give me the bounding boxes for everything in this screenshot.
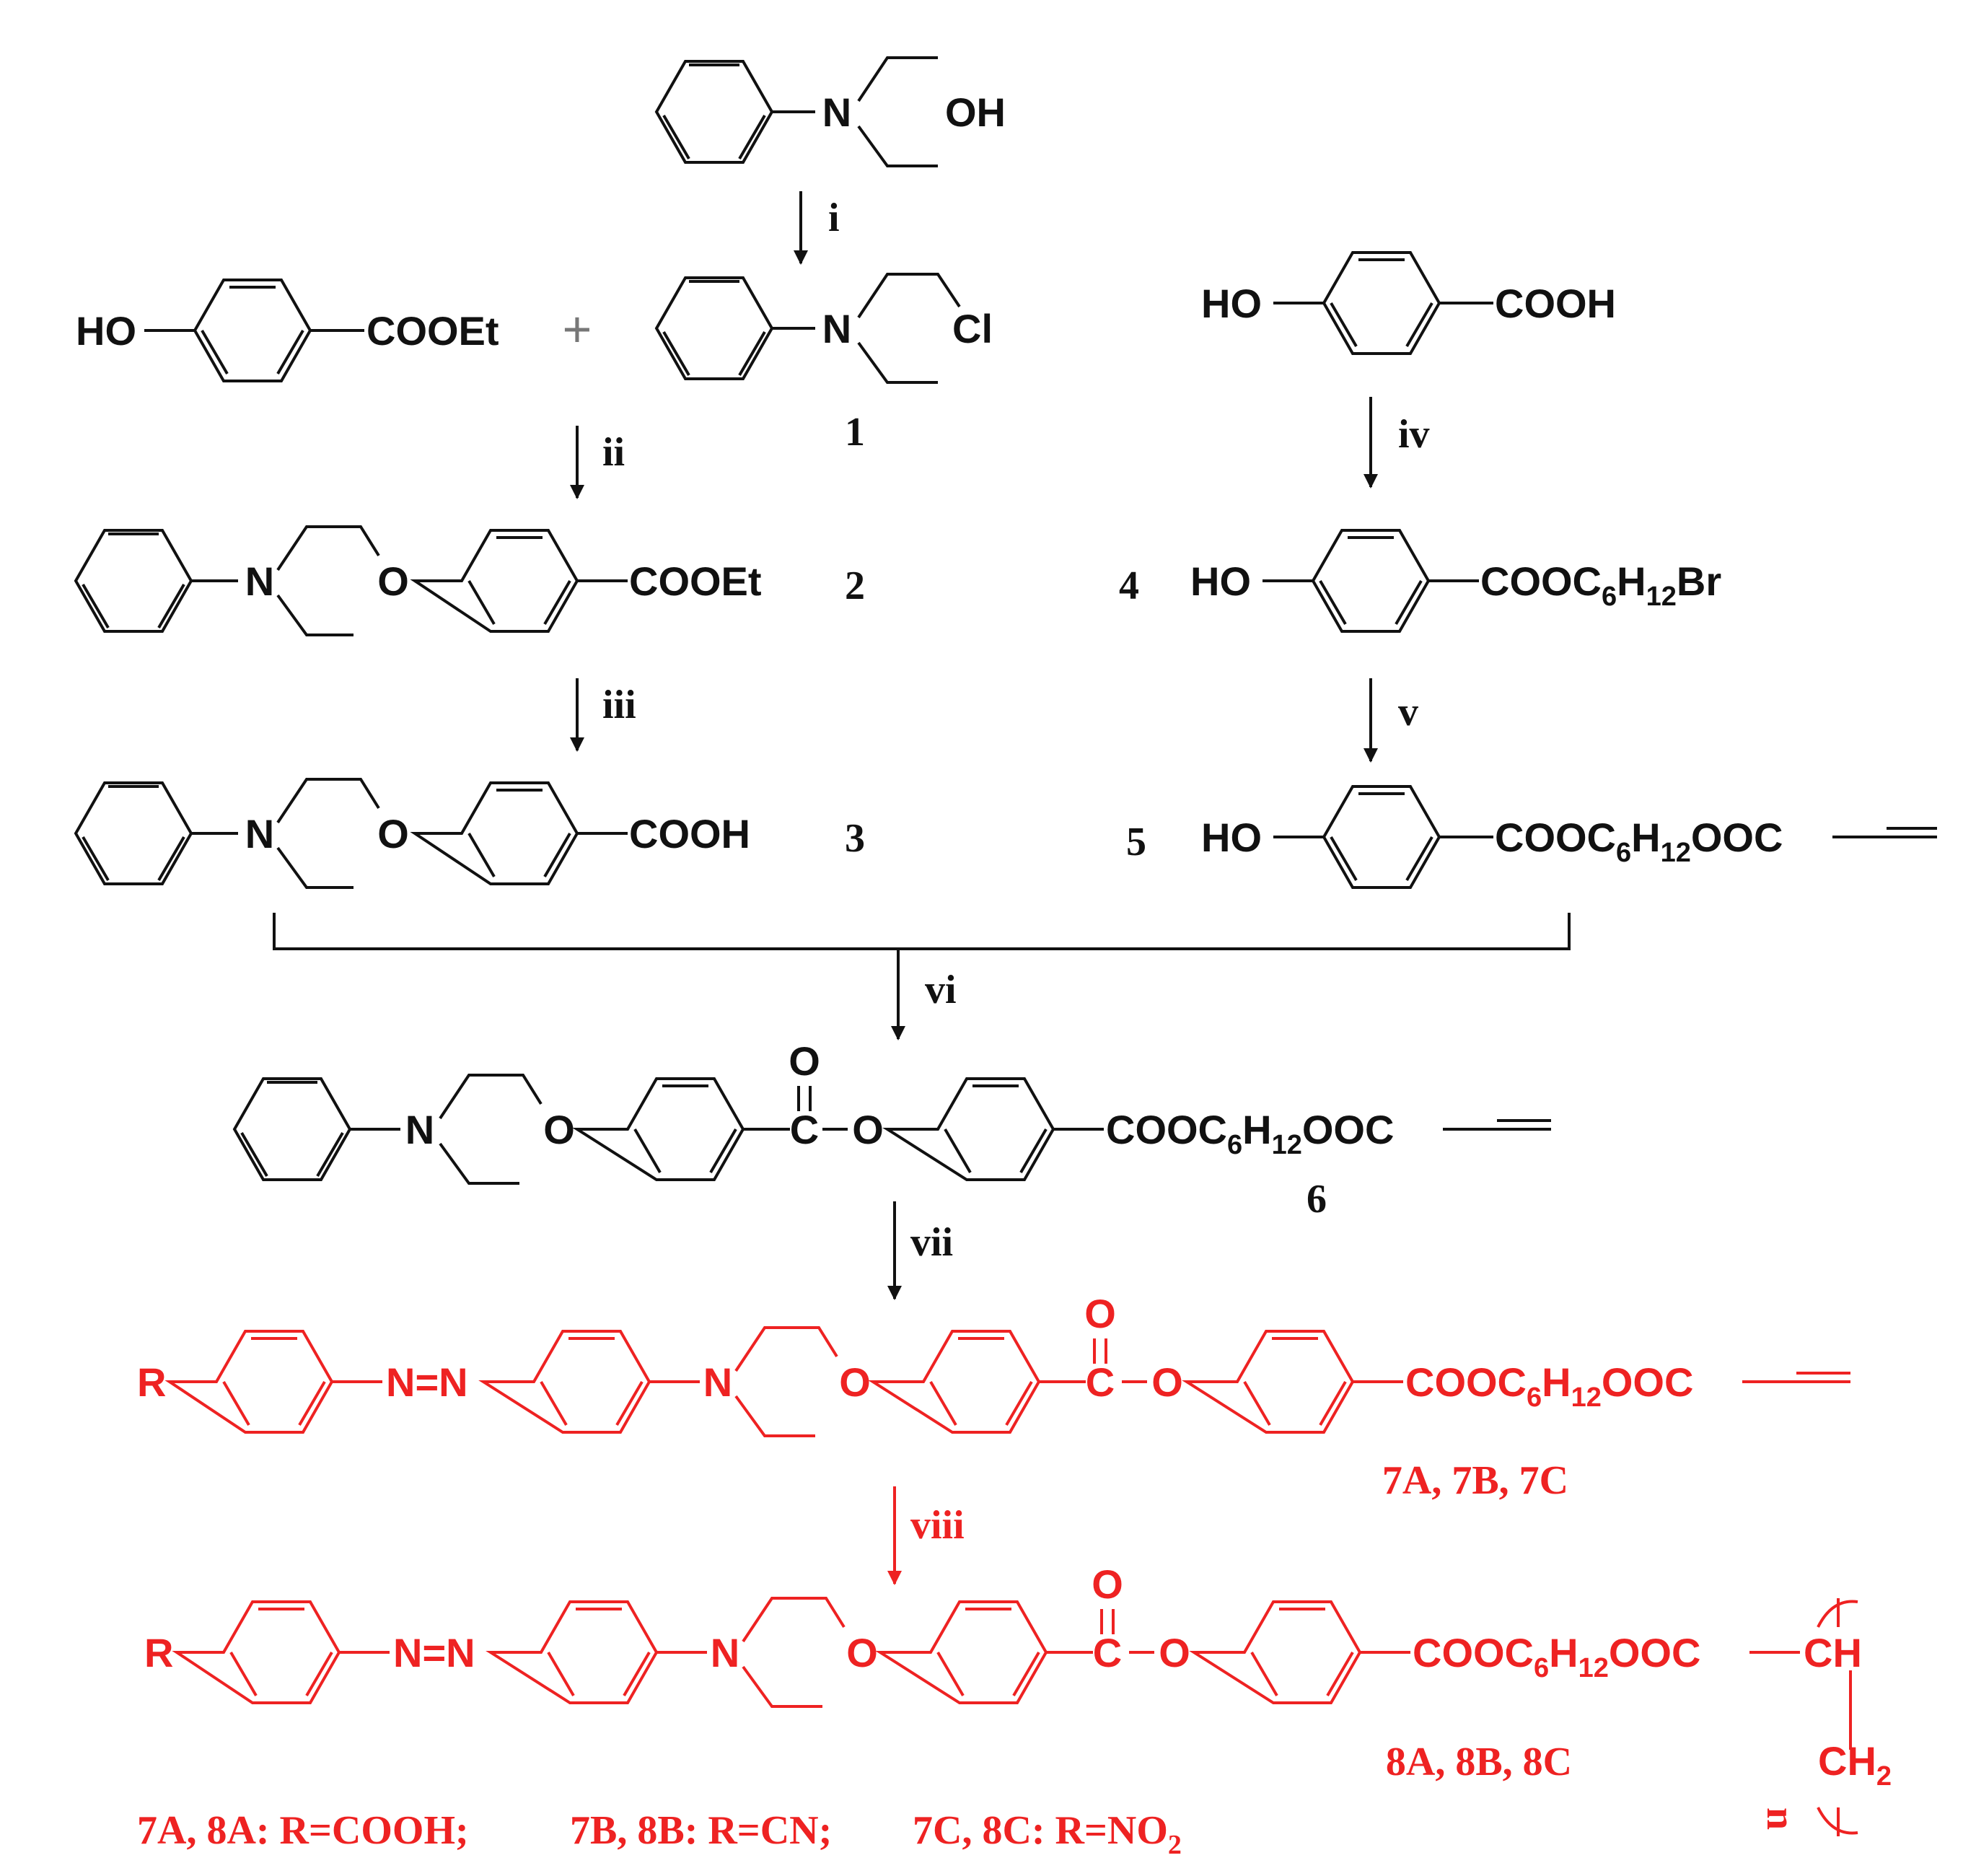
compound-7-vinyl [1742, 1372, 1850, 1383]
compound-3-number: 3 [845, 816, 865, 861]
compound-5-ester-label: COOC6H12OOC [1495, 815, 1783, 868]
compound-1-number: 1 [845, 410, 865, 455]
step-iv-label: iv [1398, 412, 1430, 457]
compound-8-o2-label: O [1159, 1630, 1190, 1675]
compound-8-c-label: C [1093, 1630, 1122, 1675]
compound-3-n-label: N [245, 811, 274, 856]
compound-2 [74, 525, 628, 636]
compound-8-r-label: R [144, 1630, 173, 1675]
compound-3 [74, 778, 628, 889]
compound-1-n-label: N [822, 306, 851, 351]
compound-7-ester-label: COOC6H12OOC [1405, 1359, 1693, 1413]
compound-8-ch2-label: CH2 [1818, 1738, 1892, 1792]
reagent-ho-label: HO [76, 308, 136, 354]
compound-8-ch-label: CH [1804, 1630, 1862, 1675]
footnote-b: 7B, 8B: R=CN; [570, 1808, 832, 1853]
compound-7-o1-label: O [839, 1359, 871, 1405]
compound-7-c-label: C [1086, 1359, 1115, 1405]
compound-5-ring [1273, 785, 1937, 889]
reagent-cooet-label: COOEt [366, 308, 499, 354]
step-viii-label: viii [910, 1503, 965, 1548]
compound-7-label: 7A, 7B, 7C [1382, 1458, 1568, 1503]
compound-2-o-label: O [377, 558, 409, 604]
hba-ring [1273, 251, 1493, 355]
reagent-ring [144, 279, 364, 382]
compound-4-ho-label: HO [1190, 558, 1251, 604]
compound-6 [232, 1074, 1551, 1185]
compound-8-o1-label: O [846, 1630, 878, 1675]
compound-6-n-label: N [405, 1107, 434, 1152]
compound-2-n-label: N [245, 558, 274, 604]
hba-ho-label: HO [1201, 281, 1262, 326]
start-n-label: N [822, 89, 851, 135]
compound-3-o-label: O [377, 811, 409, 856]
compound-8-n-label: N [711, 1630, 739, 1675]
compound-7-o2-label: O [1151, 1359, 1183, 1405]
compound-5-ho-label: HO [1201, 815, 1262, 860]
compound-8 [172, 1597, 1858, 1836]
compound-7-n-label: N [703, 1359, 732, 1405]
compound-5-vinyl [1832, 827, 1937, 838]
compound-8-n-repeat-label: n [1758, 1807, 1803, 1830]
compound-2-number: 2 [845, 564, 865, 608]
compound-6-o1-label: O [543, 1107, 575, 1152]
starting-material [654, 56, 938, 167]
compound-6-number: 6 [1307, 1177, 1327, 1222]
plus-sign: + [563, 301, 592, 357]
compound-4-ester-label: COOC6H12Br [1480, 558, 1721, 612]
compound-6-vinyl [1443, 1119, 1551, 1131]
step-vi-label: vi [925, 968, 957, 1012]
footnote-c: 7C, 8C: R=NO2 [913, 1808, 1182, 1860]
compound-7-carbonyl-o-label: O [1084, 1291, 1116, 1336]
compound-3-cooh-label: COOH [629, 811, 750, 856]
compound-2-cooet-label: COOEt [629, 558, 762, 604]
benzene-ring [654, 60, 774, 164]
compound-7-r-label: R [137, 1359, 166, 1405]
compound-8-bracket-bottom [1817, 1807, 1858, 1836]
step-iii-label: iii [602, 683, 636, 727]
compound-4-number: 4 [1119, 564, 1139, 608]
compound-7-azo-label: N=N [386, 1359, 468, 1405]
step-ii-label: ii [602, 430, 625, 475]
compound-8-azo-label: N=N [393, 1630, 475, 1675]
compound-6-carbonyl-o-label: O [789, 1038, 820, 1084]
compound-4-ring [1263, 529, 1479, 633]
compound-6-o2-label: O [852, 1107, 884, 1152]
start-oh-label: OH [945, 89, 1006, 135]
step-v-label: v [1398, 690, 1418, 735]
compound-8-label: 8A, 8B, 8C [1386, 1740, 1572, 1784]
compound-1 [654, 273, 961, 384]
compound-8-ester-label: COOC6H12OOC [1413, 1630, 1700, 1683]
compound-8-backbone [1749, 1651, 1852, 1750]
compound-7 [164, 1326, 1850, 1437]
compound-5-number: 5 [1126, 820, 1146, 864]
compound-6-c-label: C [790, 1107, 819, 1152]
compound-1-cl-label: Cl [952, 306, 993, 351]
step-i-label: i [828, 196, 840, 240]
compound-6-ester-label: COOC6H12OOC [1106, 1107, 1394, 1160]
compound-8-carbonyl-o-label: O [1092, 1561, 1123, 1607]
hba-cooh-label: COOH [1495, 281, 1616, 326]
combine-bracket [273, 913, 1571, 950]
compound-8-bracket-top [1817, 1598, 1858, 1628]
step-vii-label: vii [910, 1220, 953, 1265]
footnote-a: 7A, 8A: R=COOH; [137, 1808, 469, 1853]
